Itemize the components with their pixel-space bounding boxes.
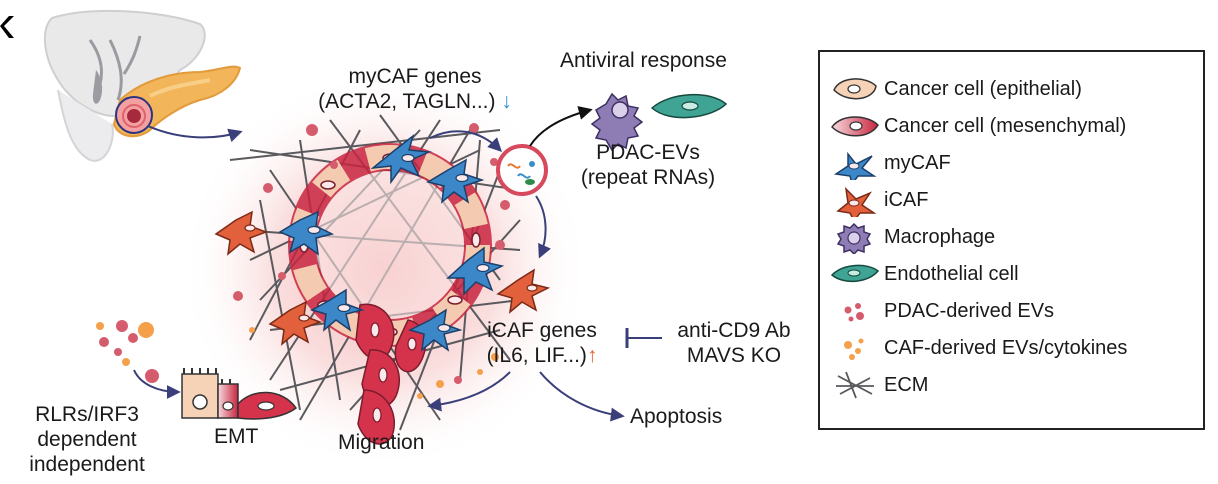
ev-to-antiviral-arrow: [529, 106, 593, 147]
caf-ev-icon: [844, 338, 864, 360]
liver-pancreas-illustration: [43, 9, 242, 162]
macrophage-icon: [836, 222, 872, 254]
mycaf-genes-list: (ACTA2, TAGLN...) ↓: [300, 89, 530, 114]
mavs-ko-label: MAVS KO: [686, 344, 782, 368]
up-arrow-icon: ↑: [586, 344, 598, 368]
epithelial-cell-icon: [833, 78, 877, 100]
icaf-genes-label: iCAF genes (IL6, LIF...)↑: [462, 318, 622, 368]
pdac-evs-label: PDAC-EVs (repeat RNAs): [568, 140, 728, 190]
caf-ev-dots: [96, 322, 499, 399]
icaf-to-migration-arrow: [427, 371, 511, 412]
rlrs-dependent: dependent: [37, 428, 137, 452]
emt-label: EMT: [214, 425, 259, 448]
antiviral-macrophage-icon: [590, 92, 644, 152]
icaf-genes-names: (IL6, LIF...): [486, 344, 587, 368]
anti-cd9-label: anti-CD9 Ab: [677, 319, 791, 342]
mesenchymal-cell-icon: [831, 116, 879, 137]
inhibitors-label: anti-CD9 Ab MAVS KO: [660, 318, 808, 368]
legend-item: Macrophage: [820, 220, 1203, 254]
legend-item-label: Macrophage: [884, 226, 996, 248]
ring-to-ev-arrow: [429, 130, 502, 152]
pdac-ev-vesicle-icon: [496, 144, 548, 196]
legend-item-label: PDAC-derived EVs: [884, 300, 1055, 322]
legend-item: myCAF: [820, 146, 1203, 180]
down-arrow-icon: ↓: [501, 90, 512, 114]
legend-item: Endothelial cell: [820, 257, 1203, 291]
rlrs-label: RLRs/IRF3 dependent independent: [14, 402, 160, 478]
legend-item: Cancer cell (mesenchymal): [820, 109, 1203, 143]
icaf-genes-list: (IL6, LIF...)↑: [462, 343, 622, 368]
icaf-cells: [214, 210, 551, 346]
pdac-evs-subtitle: (repeat RNAs): [580, 166, 716, 190]
rlrs-title: RLRs/IRF3: [35, 403, 139, 426]
legend-item: CAF-derived EVs/cytokines: [820, 331, 1203, 365]
mycaf-genes-names: (ACTA2, TAGLN...): [318, 90, 496, 114]
rlrs-independent: independent: [29, 453, 145, 477]
antiviral-response-label: Antiviral response: [560, 49, 727, 72]
corner-chevron-icon: [0, 16, 14, 38]
pdac-ev-icon: [844, 303, 864, 322]
legend-item-label: CAF-derived EVs/cytokines: [884, 337, 1128, 359]
organ-to-tumor-arrow: [147, 125, 243, 143]
legend-item: iCAF: [820, 183, 1203, 217]
mycaf-cells: [278, 133, 505, 352]
legend-item: Cancer cell (epithelial): [820, 72, 1203, 106]
antiviral-endothelial-icon: [650, 94, 728, 119]
evs-to-emt-arrow: [133, 369, 181, 399]
endothelial-cell-icon: [830, 264, 880, 283]
legend-item: ECM: [820, 368, 1203, 402]
emt-cells: [181, 368, 298, 420]
legend-item-label: Cancer cell (epithelial): [884, 78, 1082, 100]
mycaf-genes-title: myCAF genes: [348, 65, 482, 88]
icaf-genes-title: iCAF genes: [487, 319, 597, 342]
legend-item-label: iCAF: [884, 189, 929, 211]
legend-box: Cancer cell (epithelial) Cancer cell (me…: [818, 50, 1205, 430]
mycaf-genes-label: myCAF genes (ACTA2, TAGLN...) ↓: [300, 64, 530, 114]
legend-item-label: ECM: [884, 374, 929, 396]
legend-item-label: myCAF: [884, 152, 951, 174]
legend-item-label: Cancer cell (mesenchymal): [884, 115, 1127, 137]
legend-item: PDAC-derived EVs: [820, 294, 1203, 328]
mycaf-icon: [833, 151, 877, 180]
migration-label: Migration: [338, 431, 425, 454]
pdac-ev-dots: [99, 123, 510, 384]
ecm-icon: [836, 371, 874, 399]
apoptosis-label: Apoptosis: [630, 405, 723, 428]
ev-to-icaf-arrow: [535, 195, 551, 259]
icaf-icon: [836, 186, 877, 217]
icaf-to-apoptosis-arrow: [539, 371, 625, 422]
legend-item-label: Endothelial cell: [884, 263, 1019, 285]
pdac-evs-title: PDAC-EVs: [596, 141, 700, 164]
